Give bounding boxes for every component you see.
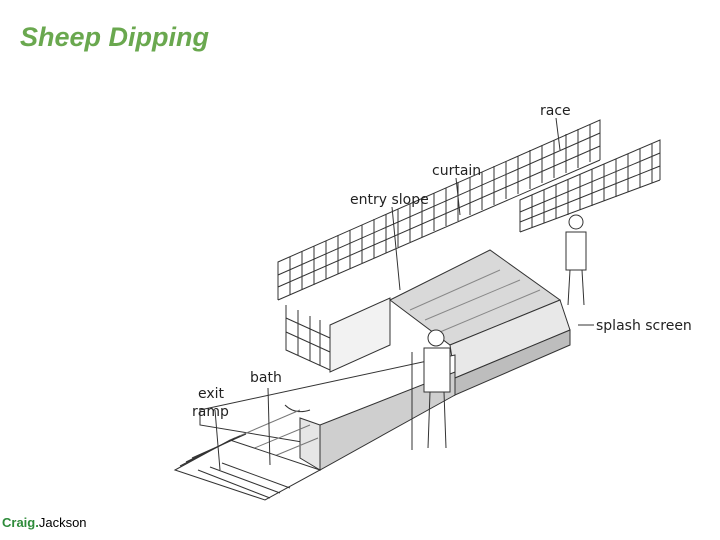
author-last-name: Jackson: [38, 515, 87, 530]
worker-figure-right: [565, 214, 587, 306]
worker-figure-center: [411, 329, 451, 450]
far-fence: [277, 119, 601, 301]
label-race: race: [540, 103, 571, 119]
label-exit: exit: [198, 386, 225, 402]
label-bath: bath: [250, 370, 282, 386]
label-splash-screen: splash screen: [596, 318, 692, 334]
bath: [199, 354, 456, 471]
holding-pen: [285, 305, 331, 371]
author-credit: Craig.Jackson: [2, 515, 87, 530]
label-curtain: curtain: [432, 163, 481, 179]
race-fence: [519, 139, 661, 233]
exit-ramp: [173, 433, 322, 501]
label-ramp: ramp: [192, 404, 229, 420]
label-entry-slope: entry slope: [350, 192, 429, 208]
author-first-name: Craig.: [2, 515, 39, 530]
curtain: [329, 297, 391, 373]
slide-title: Sheep Dipping: [20, 22, 209, 52]
splash-screen: [449, 299, 571, 396]
